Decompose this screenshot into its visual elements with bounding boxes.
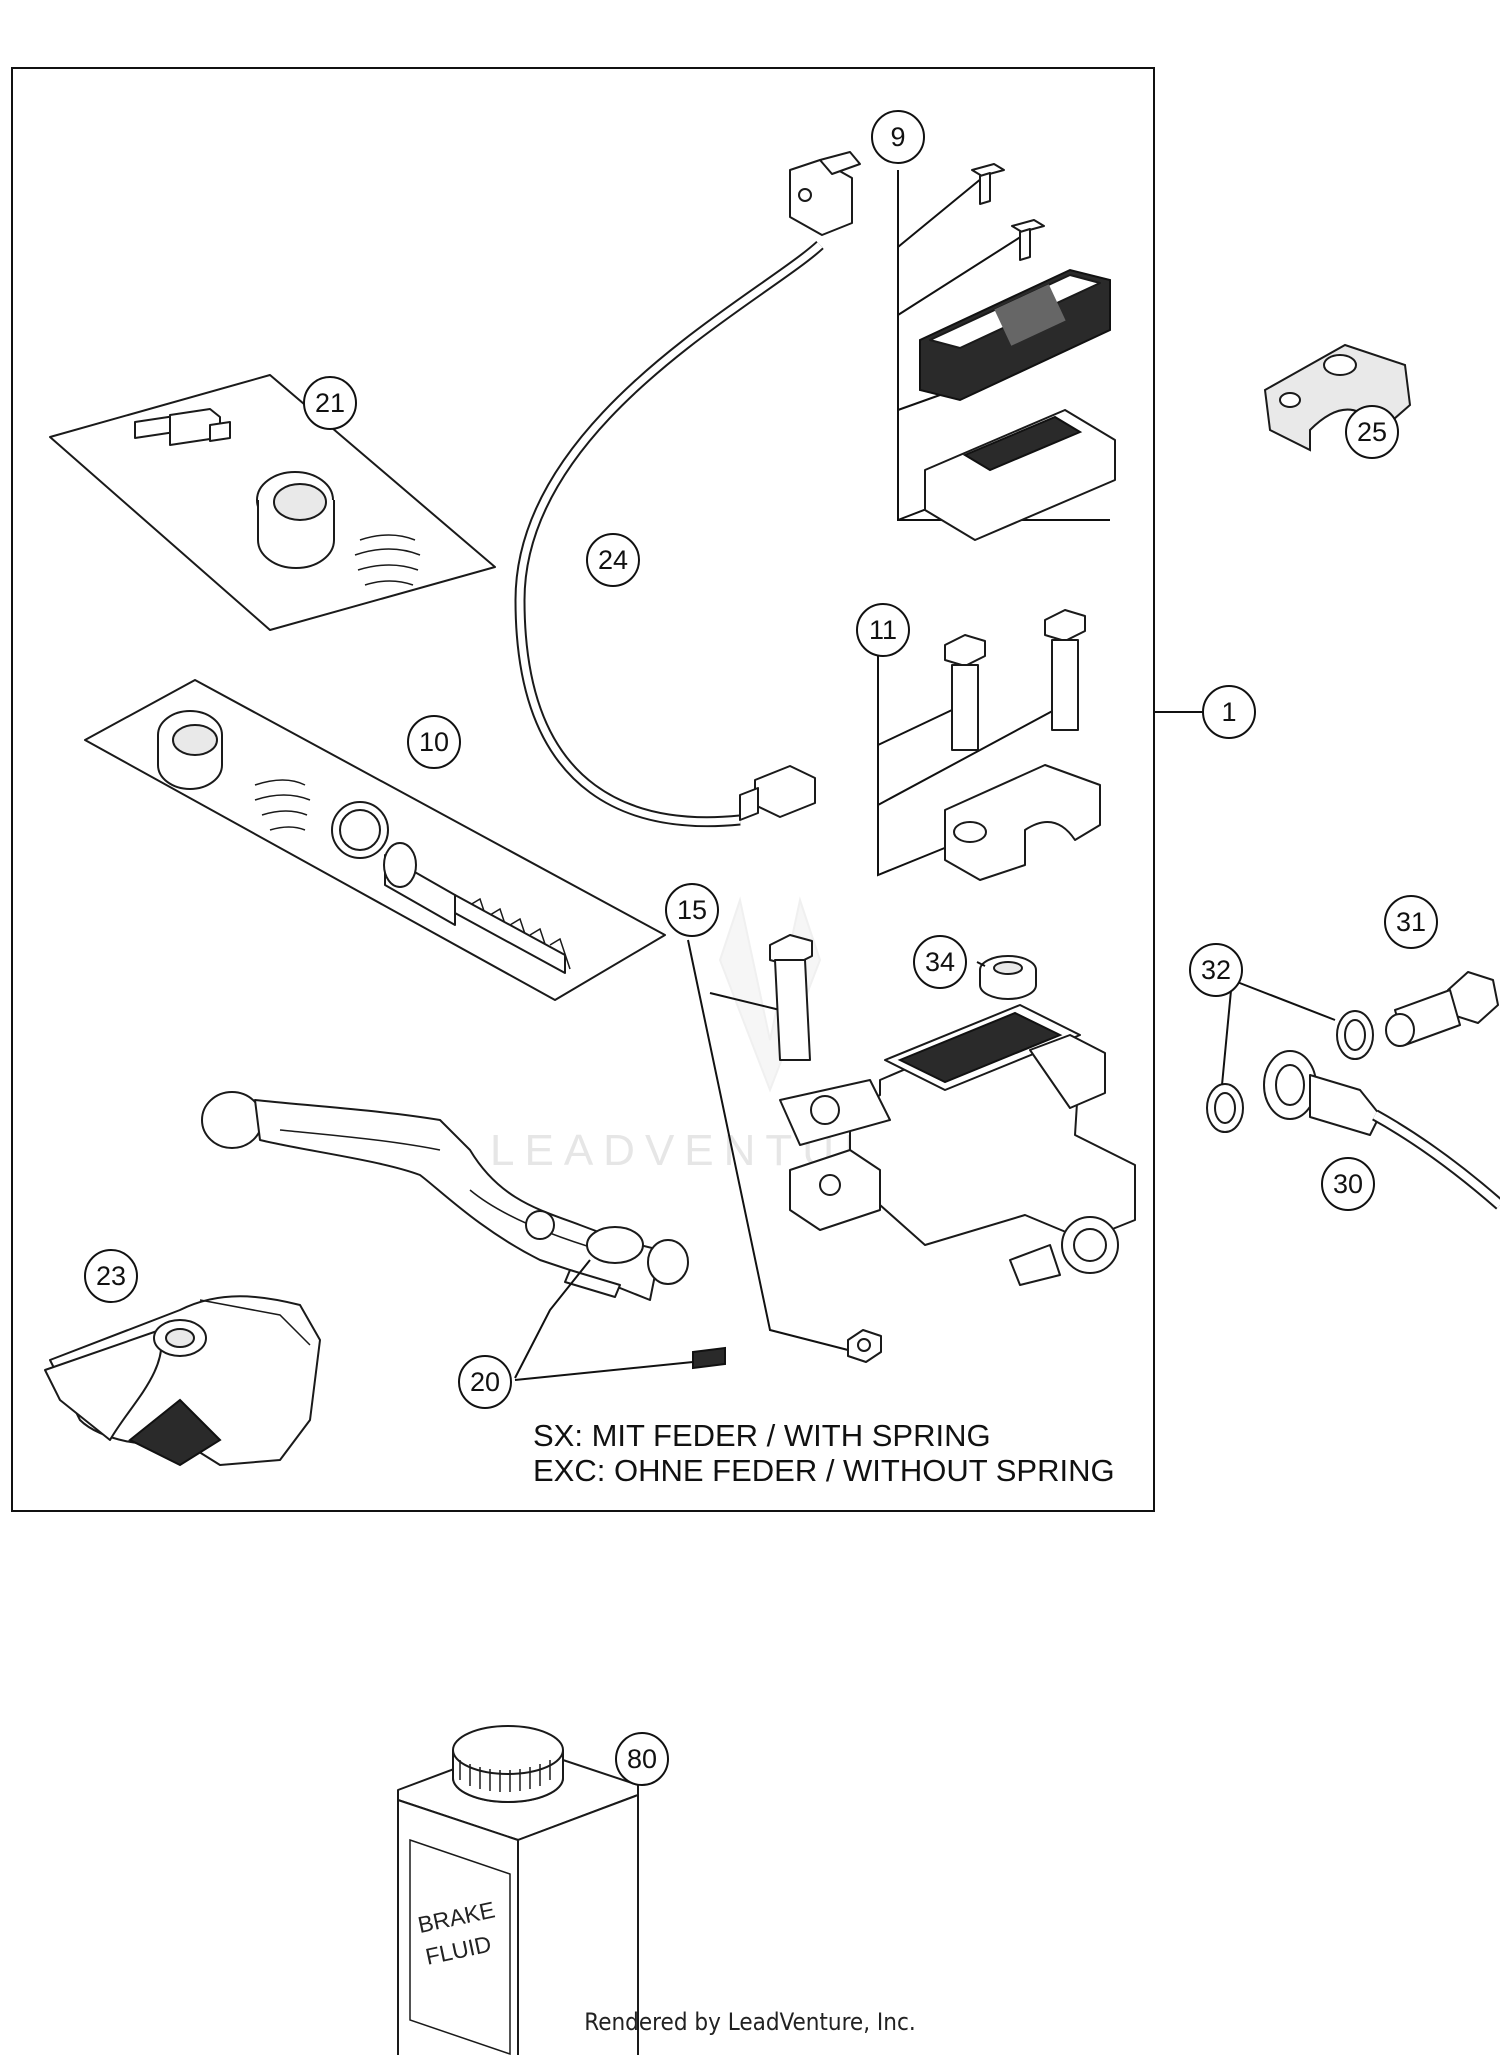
callout-21[interactable]: 21 bbox=[303, 376, 357, 430]
note-line-1: SX: MIT FEDER / WITH SPRING bbox=[533, 1418, 991, 1453]
part-80-brake-fluid: BRAKE FLUID bbox=[397, 1725, 639, 2055]
callout-20[interactable]: 20 bbox=[458, 1355, 512, 1409]
part-32-copper-washers bbox=[1206, 979, 1374, 1133]
svg-text:34: 34 bbox=[925, 947, 955, 977]
assembly-frame bbox=[11, 67, 1155, 1512]
part-10-piston-kit bbox=[84, 679, 666, 1001]
master-cylinder-body bbox=[779, 1004, 1136, 1286]
svg-text:30: 30 bbox=[1333, 1169, 1363, 1199]
part-23-lever-guard bbox=[44, 1295, 321, 1467]
svg-text:24: 24 bbox=[598, 545, 628, 575]
svg-text:1: 1 bbox=[1221, 697, 1236, 727]
svg-text:25: 25 bbox=[1357, 417, 1387, 447]
svg-text:21: 21 bbox=[315, 388, 345, 418]
callout-1[interactable]: 1 bbox=[1202, 685, 1256, 739]
callout-25[interactable]: 25 bbox=[1345, 405, 1399, 459]
part-30-brake-line bbox=[1263, 1050, 1500, 1210]
callout-30[interactable]: 30 bbox=[1321, 1157, 1375, 1211]
svg-text:10: 10 bbox=[419, 727, 449, 757]
svg-text:9: 9 bbox=[890, 122, 905, 152]
svg-text:31: 31 bbox=[1396, 907, 1426, 937]
svg-text:80: 80 bbox=[627, 1744, 657, 1774]
part-34-reservoir-plug bbox=[979, 955, 1037, 1000]
part-31-banjo-bolt bbox=[1385, 971, 1499, 1047]
svg-text:32: 32 bbox=[1201, 955, 1231, 985]
note-line-2: EXC: OHNE FEDER / WITHOUT SPRING bbox=[533, 1453, 1115, 1488]
callout-80[interactable]: 80 bbox=[615, 1732, 669, 1786]
callout-24[interactable]: 24 bbox=[586, 533, 640, 587]
leader-34 bbox=[976, 961, 986, 967]
part-15-pivot-bolt bbox=[687, 934, 882, 1363]
svg-text:11: 11 bbox=[869, 615, 897, 645]
callout-31[interactable]: 31 bbox=[1384, 895, 1438, 949]
part-11-clamp-bolts bbox=[877, 609, 1101, 881]
callout-34[interactable]: 34 bbox=[913, 935, 967, 989]
callout-10[interactable]: 10 bbox=[407, 715, 461, 769]
callout-11[interactable]: 11 bbox=[856, 603, 910, 657]
part-24-brake-light-switch bbox=[514, 151, 861, 828]
svg-text:15: 15 bbox=[677, 895, 707, 925]
part-9-reservoir-cover bbox=[897, 163, 1116, 541]
callout-23[interactable]: 23 bbox=[84, 1249, 138, 1303]
callout-32[interactable]: 32 bbox=[1189, 943, 1243, 997]
part-20-brake-lever bbox=[201, 1091, 726, 1381]
callout-15[interactable]: 15 bbox=[665, 883, 719, 937]
svg-text:20: 20 bbox=[470, 1367, 500, 1397]
part-21-seal-kit bbox=[49, 374, 496, 631]
callout-9[interactable]: 9 bbox=[871, 110, 925, 164]
footer-credit: Rendered by LeadVenture, Inc. bbox=[584, 2008, 916, 2036]
svg-text:23: 23 bbox=[96, 1261, 126, 1291]
